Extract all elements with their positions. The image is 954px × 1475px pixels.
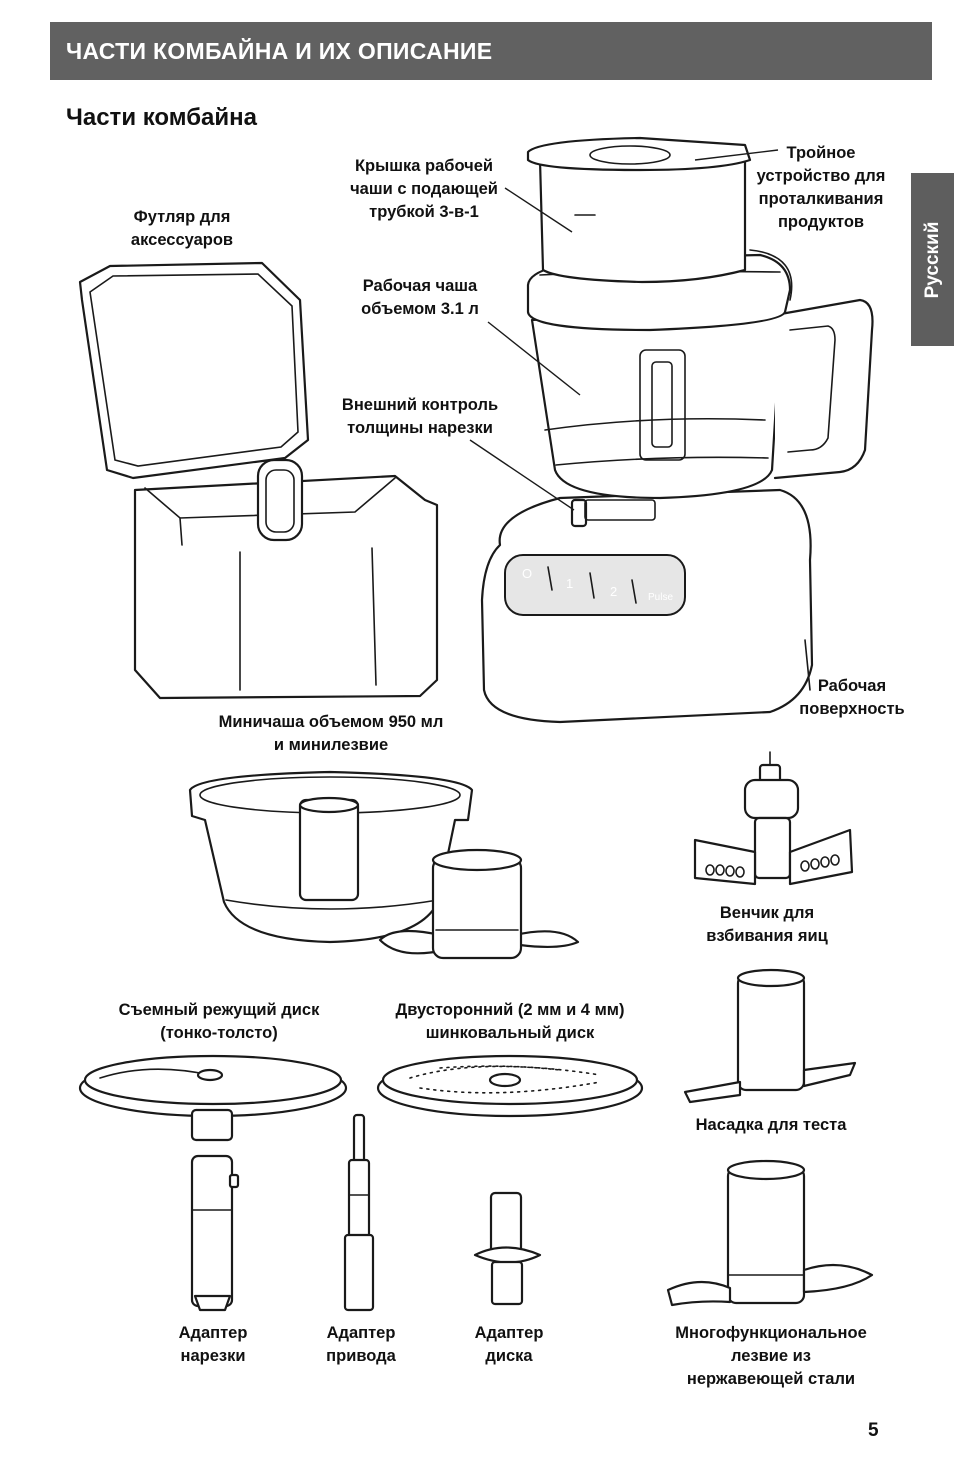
header-title: ЧАСТИ КОМБАЙНА И ИХ ОПИСАНИЕ	[66, 37, 493, 64]
dough-blade-illustration	[683, 968, 857, 1104]
control-panel-buttons: O 1 2 Pulse	[522, 566, 673, 604]
control-button-2: 2	[610, 584, 617, 599]
control-button-pulse: Pulse	[648, 592, 673, 603]
control-button-1: 1	[566, 576, 573, 591]
shredding-disc-illustration	[376, 1054, 644, 1118]
slicing-adapter-illustration	[190, 1154, 240, 1312]
slicing-disc-illustration	[78, 1054, 348, 1142]
section-title: Части комбайна	[66, 104, 257, 131]
egg-whip-illustration	[693, 751, 854, 886]
food-processor-illustration	[480, 136, 874, 724]
control-button-off: O	[522, 566, 532, 581]
page-number: 5	[868, 1420, 879, 1441]
control-panel	[504, 554, 686, 616]
label-dough-blade: Насадка для теста	[695, 1116, 847, 1134]
language-tab: Русский	[911, 173, 954, 346]
accessory-case-illustration	[78, 261, 439, 700]
drive-adapter-illustration	[343, 1113, 375, 1312]
mini-bowl-illustration	[188, 770, 580, 960]
leader-lines	[469, 149, 779, 511]
label-shredding-disc: Двусторонний (2 мм и 4 мм)шинковальный д…	[395, 1001, 625, 1042]
header-bar: ЧАСТИ КОМБАЙНА И ИХ ОПИСАНИЕ	[50, 22, 932, 80]
label-slicing-disc: Съемный режущий диск(тонко-толсто)	[118, 1001, 320, 1042]
multipurpose-blade-illustration	[666, 1159, 874, 1307]
disc-adapter-illustration	[473, 1191, 542, 1306]
